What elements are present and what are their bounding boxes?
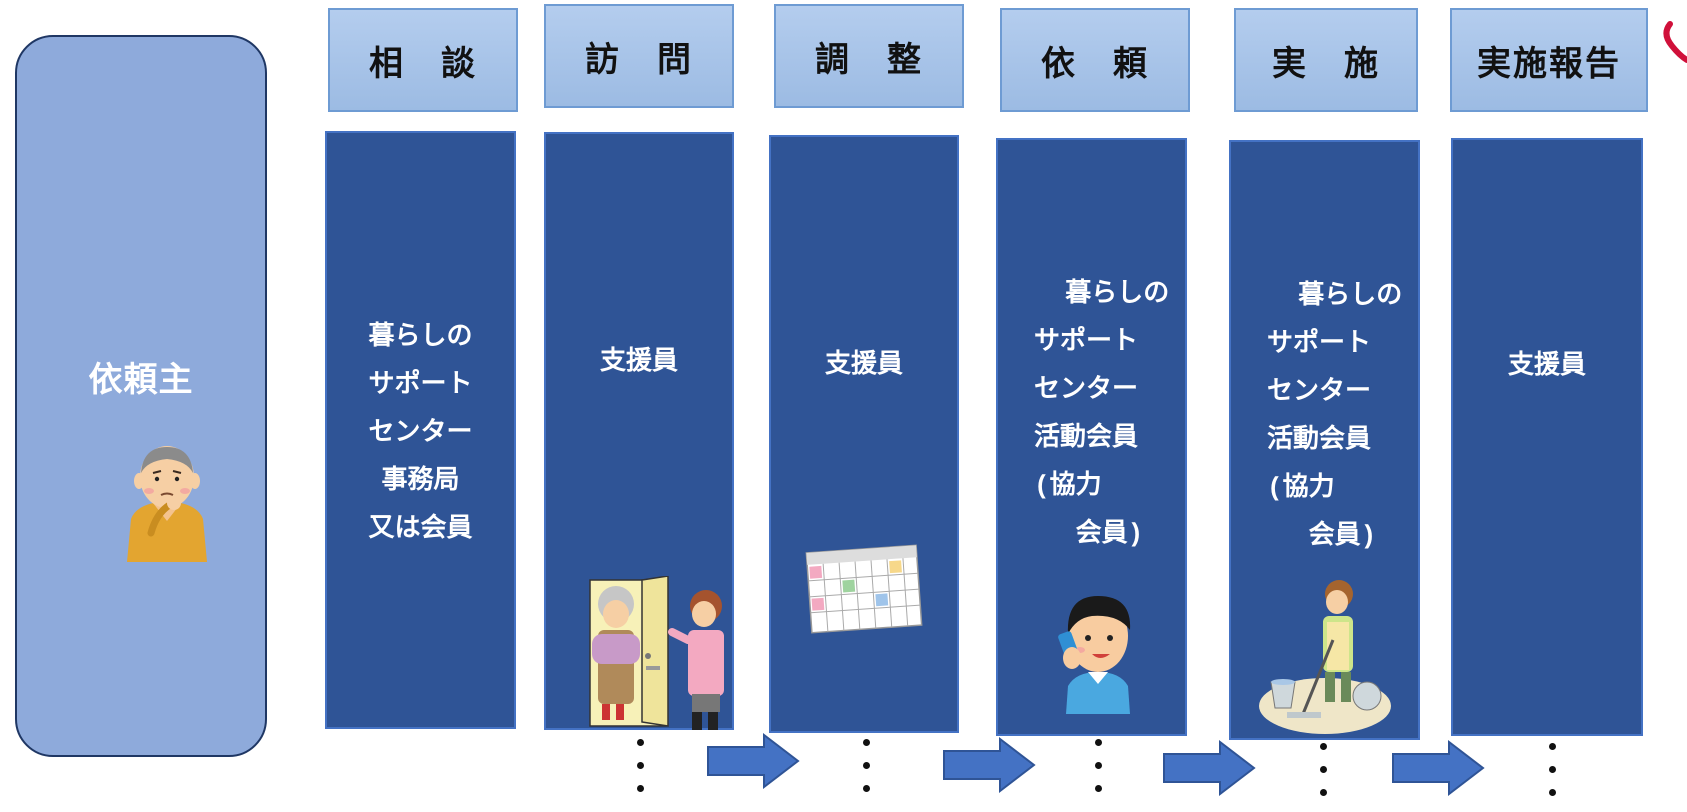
phone-call-boy-icon bbox=[1058, 596, 1131, 714]
home-visit-icon bbox=[589, 576, 724, 730]
flow-arrow-icon bbox=[707, 733, 800, 789]
step-column-consultation: 暮らしの サポート センター 事務局 又は会員 bbox=[325, 131, 516, 729]
flow-arrow-icon bbox=[1392, 740, 1485, 796]
step-column-completion-report: 支援員 bbox=[1451, 138, 1643, 736]
step-column-request: 暮らしの サポート センター 活動会員 (協力 会員) bbox=[996, 138, 1187, 736]
dotted-line bbox=[637, 739, 645, 808]
worried-elderly-man-icon bbox=[127, 446, 207, 562]
step-header-completion-report: 実施報告 bbox=[1450, 8, 1648, 112]
step-header-consultation: 相 談 bbox=[328, 8, 518, 112]
step-body: 支援員 bbox=[824, 350, 903, 380]
step-header-request: 依 頼 bbox=[1000, 8, 1190, 112]
step-body: 暮らしの サポート センター 活動会員 (協力 会員) bbox=[1267, 281, 1403, 551]
step-body: 暮らしの サポート センター 活動会員 (協力 会員) bbox=[1034, 279, 1170, 549]
step-column-implementation: 暮らしの サポート センター 活動会員 (協力 会員) bbox=[1229, 140, 1420, 740]
decorative-mark-icon bbox=[1663, 21, 1687, 63]
step-header-visit: 訪 問 bbox=[544, 4, 734, 108]
flow-arrow-icon bbox=[1163, 740, 1256, 796]
cleaning-woman-icon bbox=[1259, 580, 1391, 734]
dotted-line bbox=[1095, 739, 1103, 808]
flow-arrow-icon bbox=[943, 737, 1036, 793]
step-column-coordination: 支援員 bbox=[769, 135, 959, 733]
step-header-implementation: 実 施 bbox=[1234, 8, 1418, 112]
schedule-calendar-icon bbox=[805, 544, 923, 634]
requester-box: 依頼主 bbox=[15, 35, 267, 757]
requester-label: 依頼主 bbox=[88, 360, 194, 400]
step-column-visit: 支援員 bbox=[544, 132, 734, 730]
dotted-line bbox=[863, 739, 871, 808]
dotted-line bbox=[1320, 743, 1328, 812]
dotted-line bbox=[1549, 743, 1557, 812]
step-body: 支援員 bbox=[1507, 351, 1586, 381]
step-body: 支援員 bbox=[599, 347, 678, 377]
step-body: 暮らしの サポート センター 事務局 又は会員 bbox=[368, 322, 473, 544]
step-header-coordination: 調 整 bbox=[774, 4, 964, 108]
